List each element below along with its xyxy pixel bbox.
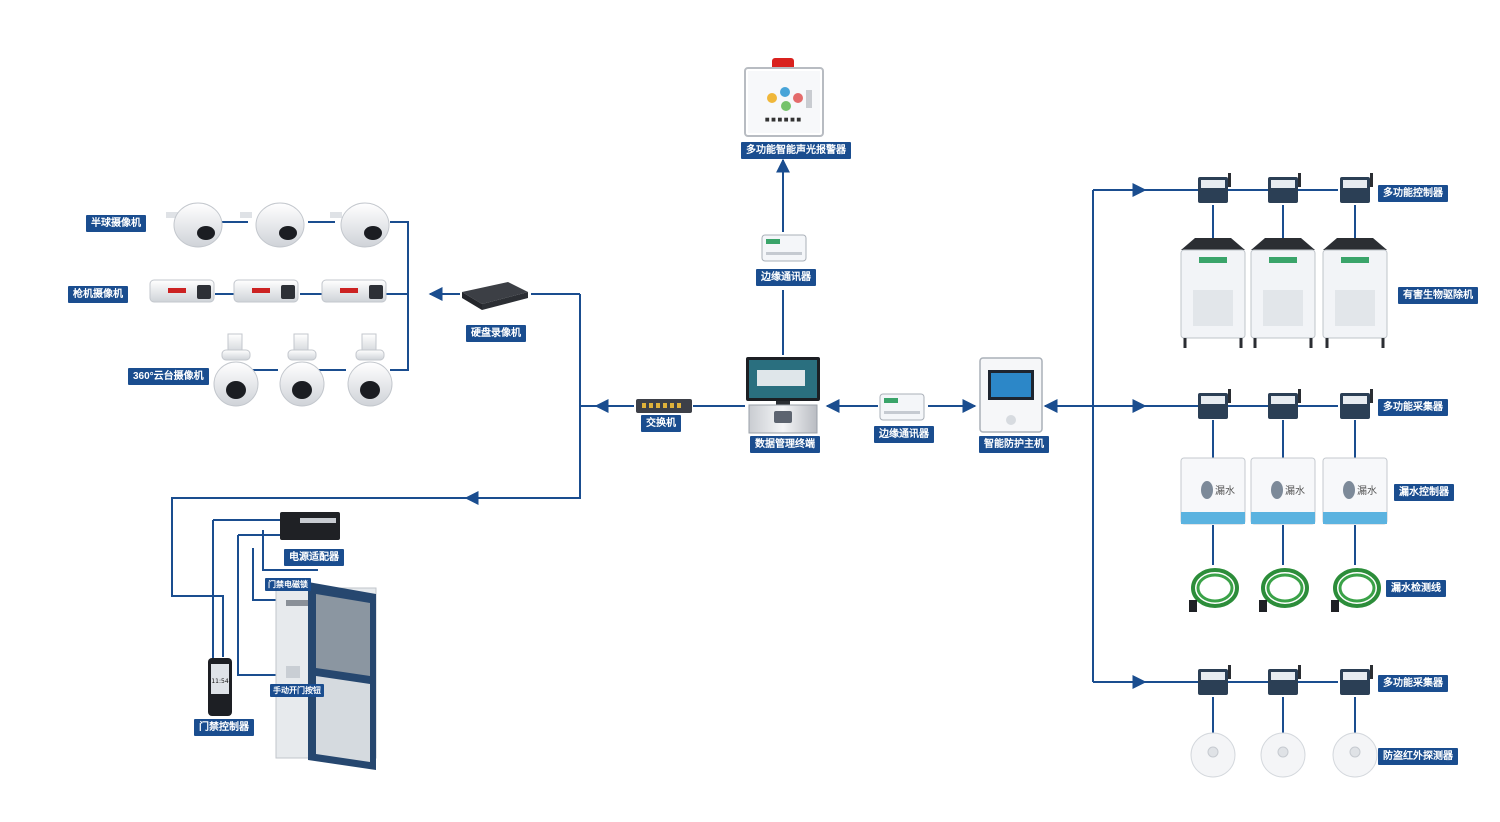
leak-line-unit (1259, 568, 1309, 612)
connection-lines (171, 158, 1356, 735)
edge-comm-top-device (761, 234, 807, 262)
leak-controller-unit: 漏水 (1180, 457, 1246, 525)
label-edge-comm-top: 边缘通讯器 (756, 269, 816, 286)
leak-controller-unit: 漏水 (1250, 457, 1316, 525)
bullet-cam-1 (149, 279, 215, 303)
controller-unit (1268, 173, 1301, 203)
pest-remover-unit (1250, 238, 1316, 348)
line-cam-bus (390, 221, 409, 371)
dome-cam-3 (330, 202, 390, 248)
bullet-cameras (149, 279, 387, 303)
ir-detector-unit (1190, 732, 1236, 778)
ir-detector-unit (1332, 732, 1378, 778)
label-pest-remover: 有害生物驱除机 (1398, 287, 1478, 304)
label-ir-detector: 防盗红外探测器 (1378, 748, 1458, 765)
bullet-cam-2 (233, 279, 299, 303)
dome-cam-2 (240, 202, 305, 248)
leak-face-text: 漏水 (1285, 485, 1305, 497)
dome-cam-1 (166, 202, 223, 248)
pest-remover-unit (1322, 238, 1388, 348)
leak-face-text: 漏水 (1357, 485, 1377, 497)
access-time-text: 11:54 (211, 678, 228, 685)
controller-unit (1198, 173, 1231, 203)
label-power-adapter: 电源适配器 (284, 549, 344, 566)
label-dome-cam: 半球摄像机 (86, 215, 146, 232)
label-manual-btn: 手动开门按钮 (270, 684, 324, 697)
edge-comm-mid-device (879, 393, 925, 421)
ptz-cameras (213, 333, 393, 407)
door-device (275, 582, 377, 770)
svg-text:■ ■ ■ ■ ■ ■: ■ ■ ■ ■ ■ ■ (765, 117, 802, 123)
dome-cameras (166, 202, 390, 248)
ptz-cam-3 (347, 333, 393, 407)
label-em-lock: 门禁电磁锁 (265, 578, 311, 591)
label-multi-ctrl: 多功能控制器 (1378, 185, 1448, 202)
power-adapter-device (280, 512, 340, 540)
label-host: 智能防护主机 (979, 436, 1049, 453)
label-bullet-cam: 枪机摄像机 (68, 286, 128, 303)
line-to-access (171, 497, 470, 657)
line-left-bus (470, 294, 581, 499)
pest-remover-unit (1180, 238, 1246, 348)
leak-face-text: 漏水 (1215, 485, 1235, 497)
ptz-cam-1 (213, 333, 259, 407)
leak-line-unit (1331, 568, 1381, 612)
controller-unit (1340, 665, 1373, 695)
label-edge-comm-mid: 边缘通讯器 (874, 426, 934, 443)
multi-controllers-row (1198, 173, 1373, 695)
leak-line-unit (1189, 568, 1239, 612)
label-multi-collector-1: 多功能采集器 (1378, 399, 1448, 416)
leak-controllers: 漏水 漏水 漏水 (1180, 457, 1388, 525)
label-nvr: 硬盘录像机 (466, 325, 526, 342)
host-device (979, 357, 1043, 433)
controller-unit (1268, 665, 1301, 695)
label-data-terminal: 数据管理终端 (750, 436, 820, 453)
label-leak-ctrl: 漏水控制器 (1394, 484, 1454, 501)
controller-unit (1198, 665, 1231, 695)
pest-removers (1180, 238, 1388, 348)
nvr-device (462, 282, 528, 310)
ir-detectors (1190, 732, 1378, 778)
controller-unit (1268, 389, 1301, 419)
label-switch: 交换机 (641, 415, 681, 432)
ir-detector-unit (1260, 732, 1306, 778)
access-controller-device: 11:54 (208, 658, 232, 716)
label-alarm: 多功能智能声光报警器 (741, 142, 851, 159)
ptz-cam-2 (279, 333, 325, 407)
alarm-device: ■ ■ ■ ■ ■ ■ (744, 58, 824, 137)
leak-lines (1189, 568, 1381, 612)
controller-unit (1340, 389, 1373, 419)
label-access-ctrl: 门禁控制器 (194, 719, 254, 736)
controller-unit (1340, 173, 1373, 203)
controller-unit (1198, 389, 1231, 419)
label-leak-line: 漏水检测线 (1386, 580, 1446, 597)
label-multi-collector-2: 多功能采集器 (1378, 675, 1448, 692)
leak-controller-unit: 漏水 (1322, 457, 1388, 525)
bullet-cam-3 (321, 279, 387, 303)
data-terminal-device (746, 357, 820, 434)
switch-device (636, 399, 692, 413)
label-ptz-cam: 360°云台摄像机 (128, 368, 209, 385)
